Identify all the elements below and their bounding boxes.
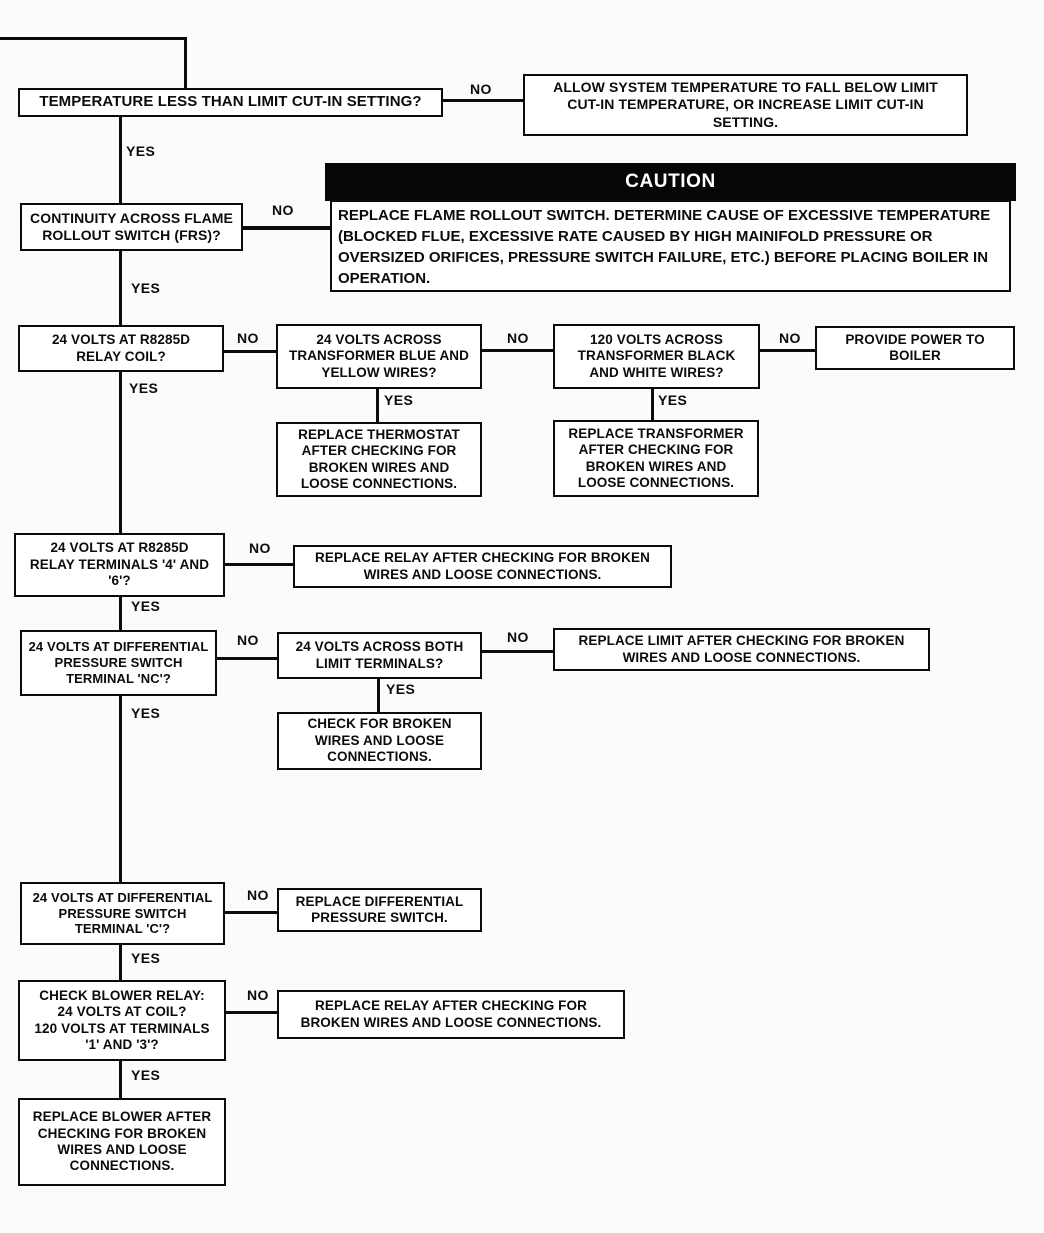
edge-label-no: NO (247, 887, 269, 903)
connector-yes-frs (119, 249, 122, 327)
edge-label-no: NO (272, 202, 294, 218)
edge-label-yes: YES (126, 143, 156, 159)
edge-label-no: NO (470, 81, 492, 97)
edge-label-yes: YES (131, 280, 161, 296)
node-dps-terminal-nc-question: 24 VOLTS AT DIFFERENTIAL PRESSURE SWITCH… (20, 630, 217, 696)
edge-label-no: NO (507, 629, 529, 645)
node-frs-continuity-question: CONTINUITY ACROSS FLAME ROLLOUT SWITCH (… (20, 203, 243, 251)
edge-label-no: NO (237, 330, 259, 346)
connector-yes-dps-c (119, 944, 122, 982)
caution-body: REPLACE FLAME ROLLOUT SWITCH. DETERMINE … (330, 200, 1011, 292)
node-provide-power-action: PROVIDE POWER TO BOILER (815, 326, 1015, 370)
edge-label-no: NO (779, 330, 801, 346)
connector-yes-dps-nc (119, 694, 122, 884)
node-transformer-black-white-question: 120 VOLTS ACROSS TRANSFORMER BLACK AND W… (553, 324, 760, 389)
connector-entry-vertical (184, 37, 187, 91)
edge-label-yes: YES (131, 705, 161, 721)
connector-no-limit (482, 650, 553, 653)
node-blower-relay-question: CHECK BLOWER RELAY: 24 VOLTS AT COIL? 12… (18, 980, 226, 1061)
node-replace-dps-action: REPLACE DIFFERENTIAL PRESSURE SWITCH. (277, 888, 482, 932)
node-replace-limit-action: REPLACE LIMIT AFTER CHECKING FOR BROKEN … (553, 628, 930, 671)
edge-label-yes: YES (131, 598, 161, 614)
connector-entry-horizontal (0, 37, 187, 40)
edge-label-yes: YES (131, 950, 161, 966)
node-replace-blower-action: REPLACE BLOWER AFTER CHECKING FOR BROKEN… (18, 1098, 226, 1186)
connector-yes-temp (119, 115, 122, 205)
node-limit-terminals-question: 24 VOLTS ACROSS BOTH LIMIT TERMINALS? (277, 632, 482, 679)
node-relay-terminals-4-6-question: 24 VOLTS AT R8285D RELAY TERMINALS '4' A… (14, 533, 225, 597)
connector-no-temp (443, 99, 523, 102)
node-replace-transformer-action: REPLACE TRANSFORMER AFTER CHECKING FOR B… (553, 420, 759, 497)
node-replace-thermostat-action: REPLACE THERMOSTAT AFTER CHECKING FOR BR… (276, 422, 482, 497)
caution-header: CAUTION (325, 163, 1016, 201)
node-transformer-blue-yellow-question: 24 VOLTS ACROSS TRANSFORMER BLUE AND YEL… (276, 324, 482, 389)
connector-yes-xfmr-black-white (651, 388, 654, 422)
node-replace-blower-relay-action: REPLACE RELAY AFTER CHECKING FOR BROKEN … (277, 990, 625, 1039)
edge-label-yes: YES (386, 681, 416, 697)
connector-yes-blower-relay (119, 1060, 122, 1100)
node-allow-temperature-action: ALLOW SYSTEM TEMPERATURE TO FALL BELOW L… (523, 74, 968, 136)
connector-yes-relay-coil (119, 371, 122, 535)
connector-yes-relay-terminals (119, 596, 122, 632)
node-replace-relay-action: REPLACE RELAY AFTER CHECKING FOR BROKEN … (293, 545, 672, 588)
edge-label-no: NO (507, 330, 529, 346)
connector-no-dps-nc (216, 657, 277, 660)
edge-label-no: NO (247, 987, 269, 1003)
connector-no-xfmr-black-white (760, 349, 815, 352)
node-dps-terminal-c-question: 24 VOLTS AT DIFFERENTIAL PRESSURE SWITCH… (20, 882, 225, 945)
edge-label-yes: YES (658, 392, 688, 408)
edge-label-no: NO (249, 540, 271, 556)
edge-label-yes: YES (131, 1067, 161, 1083)
node-temperature-cutin-question: TEMPERATURE LESS THAN LIMIT CUT-IN SETTI… (18, 88, 443, 117)
connector-no-relay-coil (224, 350, 276, 353)
connector-no-dps-c (225, 911, 277, 914)
edge-label-no: NO (237, 632, 259, 648)
connector-no-relay-terminals (225, 563, 293, 566)
node-check-broken-wires-action: CHECK FOR BROKEN WIRES AND LOOSE CONNECT… (277, 712, 482, 770)
connector-yes-limit (377, 678, 380, 714)
node-relay-coil-question: 24 VOLTS AT R8285D RELAY COIL? (18, 325, 224, 372)
connector-yes-xfmr-blue-yellow (376, 388, 379, 424)
connector-no-frs (243, 226, 330, 230)
connector-no-xfmr-blue-yellow (482, 349, 553, 352)
connector-no-blower-relay (226, 1011, 277, 1014)
edge-label-yes: YES (129, 380, 159, 396)
edge-label-yes: YES (384, 392, 414, 408)
